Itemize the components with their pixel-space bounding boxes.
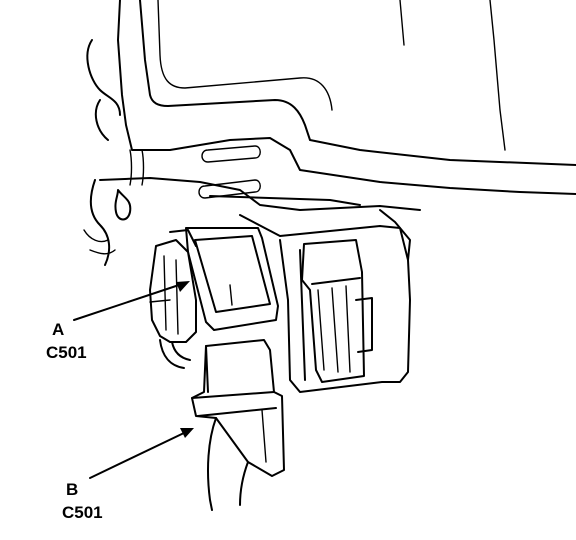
harness-bundle-left	[83, 39, 132, 266]
callout-leaders	[73, 281, 194, 479]
control-module-housing	[99, 0, 576, 211]
connector-a	[169, 227, 279, 331]
callout-b-code: C501	[62, 503, 103, 522]
callout-a-letter: A	[52, 320, 64, 339]
connector-b	[191, 339, 285, 511]
mounting-bracket	[239, 209, 411, 393]
side-connector-small	[149, 239, 197, 369]
callout-labels: A C501 B C501	[46, 320, 103, 522]
leader-line-a	[73, 283, 183, 321]
callout-b-letter: B	[66, 480, 78, 499]
right-connector	[301, 239, 373, 383]
arrowhead-a	[176, 281, 190, 292]
leader-line-b	[89, 431, 187, 479]
callout-a-code: C501	[46, 343, 87, 362]
arrowhead-b	[180, 428, 194, 438]
